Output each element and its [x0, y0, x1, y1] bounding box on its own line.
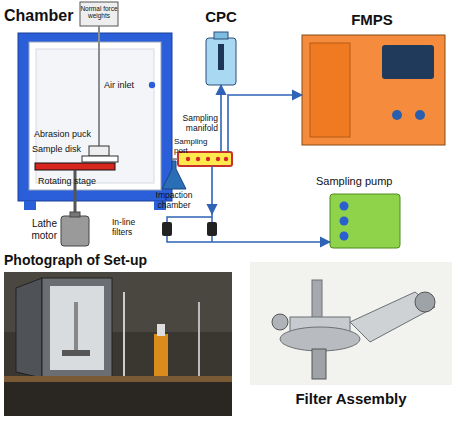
part-label: Sampling port — [174, 137, 210, 155]
setup-photo-art-part — [62, 350, 90, 356]
node-label: In-line filters — [112, 218, 156, 238]
setup-photo-art-part — [157, 324, 165, 336]
flow-line — [220, 85, 222, 152]
node-label: Sampling manifold — [176, 114, 218, 134]
cpc-device-art-part — [218, 44, 224, 70]
filter-photo-art-part — [415, 292, 435, 312]
cpc-device: CPC — [206, 38, 236, 85]
air-inlet-dot — [149, 82, 155, 88]
filter-photo-art — [250, 262, 452, 385]
setup-photo-art-part — [16, 278, 42, 378]
weights-box-art-part — [80, 2, 118, 26]
part-label: Air inlet — [104, 80, 148, 90]
chamber-box-art-part — [18, 33, 172, 201]
abrasion-puck — [89, 146, 109, 156]
setup-photo-art-part — [50, 286, 104, 370]
setup-photo-art-part — [42, 278, 112, 378]
fmps-instrument: FMPS — [302, 35, 445, 145]
filter-photo-art-part — [250, 262, 452, 385]
filter-photo: Filter Assembly — [250, 262, 452, 385]
fmps-instrument-art-part — [310, 43, 350, 137]
filter-pair-art-part — [211, 236, 213, 242]
manifold-block-art-part — [224, 157, 228, 161]
setup-photo: Photograph of Set-up — [4, 272, 232, 416]
flow-line — [211, 166, 213, 214]
pump-box-art-part — [330, 194, 400, 248]
flow-line — [228, 95, 302, 152]
pump-box-art-part — [340, 202, 349, 211]
fmps-instrument-art-part — [382, 45, 434, 79]
filter-photo-art-part — [312, 349, 326, 379]
node-label: Filter Assembly — [250, 390, 452, 407]
filter-photo-art-part — [280, 327, 360, 351]
manifold-block-art-part — [206, 157, 210, 161]
setup-photo-art-part — [123, 292, 125, 376]
filter-photo-art-part — [350, 292, 435, 342]
sample-disk — [82, 156, 118, 162]
filter-photo-art-part — [272, 314, 288, 330]
node-label: Sampling pump — [316, 175, 416, 188]
manifold-block-art-part — [196, 157, 200, 161]
pump-box-art-part — [340, 217, 349, 226]
fmps-instrument-art-part — [415, 110, 425, 120]
node-label: Impaction chamber — [144, 191, 204, 211]
chamber-box-art-part — [36, 49, 154, 183]
setup-photo-art — [4, 272, 232, 416]
cpc-device-art-part — [206, 38, 236, 85]
part-label: Sample disk — [32, 144, 82, 154]
node-label: Normal force weights — [80, 5, 118, 20]
motor-body-art-part — [61, 216, 89, 246]
motor-body-art — [61, 212, 89, 246]
setup-photo-art-part — [4, 272, 232, 416]
filter-pair-art-part — [207, 222, 217, 236]
impaction-cone-art-part — [162, 161, 186, 189]
filter-photo-art-part — [312, 280, 322, 320]
fmps-instrument-art — [302, 35, 445, 145]
cpc-device-art — [206, 38, 236, 85]
setup-photo-art-part — [4, 376, 232, 382]
weights-box: Normal force weights — [80, 2, 118, 26]
fmps-instrument-art-part — [392, 110, 402, 120]
impaction-cone: Impaction chamber — [162, 161, 186, 189]
node-label: CPC — [196, 8, 246, 25]
node-label: Lathe motor — [7, 218, 57, 241]
manifold-block-art-part — [186, 157, 190, 161]
setup-photo-art-part — [198, 302, 200, 376]
setup-photo-art-part — [74, 302, 78, 350]
load-rod — [98, 26, 100, 146]
rotating-stage — [35, 163, 115, 170]
filter-pair-art-part — [167, 214, 212, 222]
chamber-box-art-part — [24, 201, 36, 210]
flow-line — [172, 158, 178, 160]
flow-line — [236, 241, 330, 243]
pump-box-art-part — [340, 232, 349, 241]
filter-pair-art-part — [211, 217, 213, 222]
cpc-device-art-part — [214, 32, 228, 39]
pump-box: Sampling pump — [330, 194, 400, 248]
node-label: Photograph of Set-up — [4, 252, 232, 268]
setup-photo-art-part — [4, 382, 232, 416]
setup-photo-art-part — [154, 334, 168, 376]
motor-body-art-part — [70, 212, 80, 217]
filter-pair: In-line filters — [112, 214, 236, 246]
pump-box-art — [330, 194, 400, 248]
motor-body: Lathe motor — [61, 212, 89, 246]
node-label: FMPS — [322, 11, 422, 28]
chamber-box-art-part — [29, 42, 161, 190]
manifold-block-art-part — [216, 157, 220, 161]
part-label: Rotating stage — [38, 176, 118, 186]
impaction-cone-art — [162, 161, 186, 189]
filter-pair-art-part — [167, 236, 236, 242]
filter-pair-art-part — [162, 222, 172, 236]
fmps-instrument-art-part — [302, 35, 445, 145]
part-label: Abrasion puck — [34, 129, 96, 139]
